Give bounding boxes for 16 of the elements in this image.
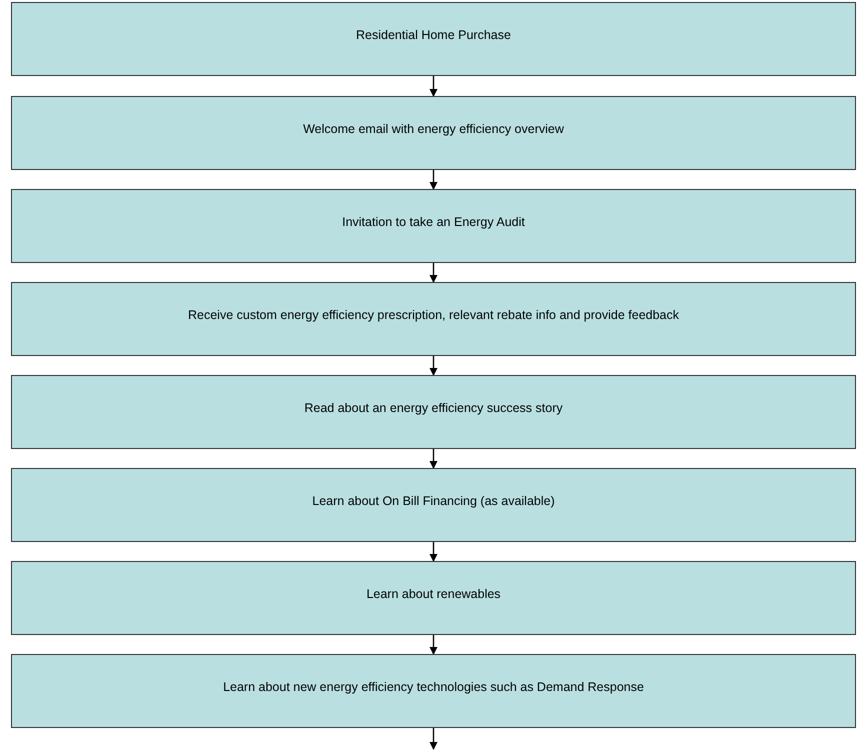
arrow	[430, 449, 438, 469]
arrow	[430, 542, 438, 562]
arrow	[430, 263, 438, 283]
process-box: Residential Home Purchase	[11, 2, 856, 76]
process-box: Invitation to take an Energy Audit	[11, 189, 856, 263]
process-box: Learn about renewables	[11, 561, 856, 635]
arrow	[430, 356, 438, 376]
process-box: Read about an energy efficiency success story	[11, 375, 856, 449]
process-box: Learn about On Bill Financing (as available)	[11, 468, 856, 542]
arrow	[430, 76, 438, 97]
process-box: Welcome email with energy efficiency overview	[11, 96, 856, 170]
arrow	[430, 635, 438, 655]
arrow	[430, 728, 438, 750]
arrow	[430, 170, 438, 190]
process-box: Receive custom energy efficiency prescription, relevant rebate info and provide feedback	[11, 282, 856, 356]
process-box: Learn about new energy efficiency technologies such as Demand Response	[11, 654, 856, 728]
